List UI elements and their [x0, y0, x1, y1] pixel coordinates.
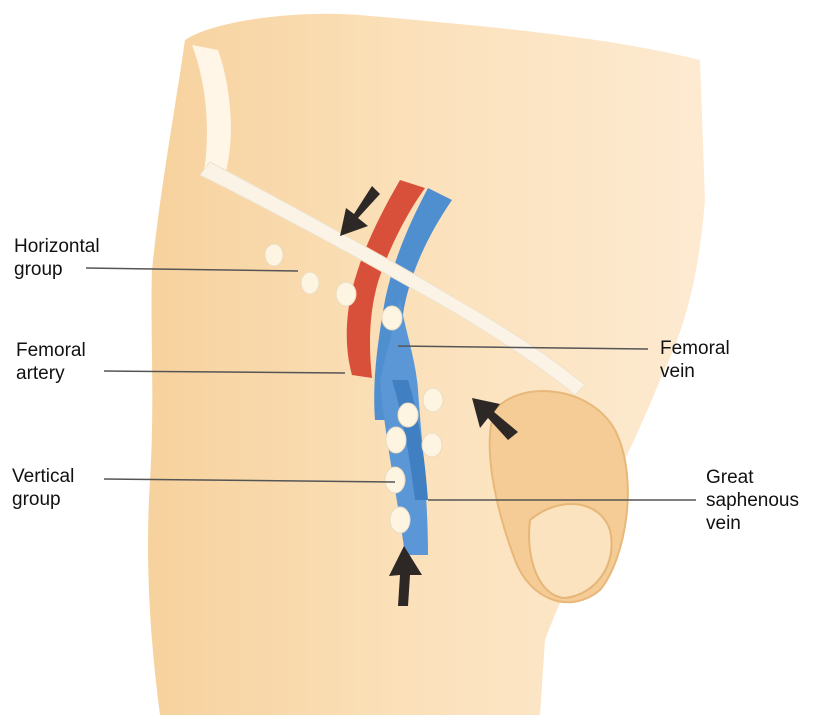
body-silhouette — [148, 14, 705, 715]
lymph-node — [382, 306, 402, 330]
lymph-node — [386, 427, 406, 453]
label-horizontal-group: Horizontal group — [14, 235, 100, 281]
lymph-node — [390, 507, 410, 533]
lymph-node — [265, 244, 283, 266]
lymph-node — [423, 388, 443, 412]
lymph-node — [398, 403, 418, 427]
label-great-saphenous-vein: Great saphenous vein — [706, 466, 799, 535]
lymph-node — [385, 467, 405, 493]
label-femoral-artery: Femoral artery — [16, 339, 86, 385]
label-femoral-vein: Femoral vein — [660, 337, 730, 383]
lymph-node — [301, 272, 319, 294]
lymph-node — [336, 282, 356, 306]
lymph-node — [422, 433, 442, 457]
label-vertical-group: Vertical group — [12, 465, 74, 511]
